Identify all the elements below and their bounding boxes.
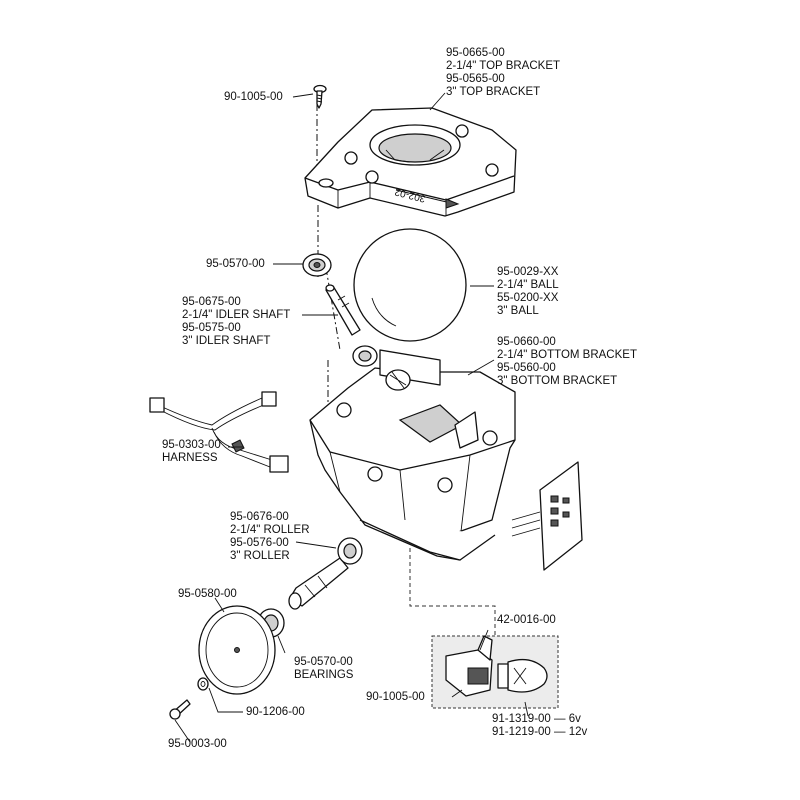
- label-top-bracket-line-2: 2-1/4" TOP BRACKET: [446, 60, 561, 72]
- bottom-bracket-part: [309, 349, 516, 561]
- label-lamp-socket: 42-0016-00: [497, 614, 556, 626]
- top-bracket-part: [304, 107, 517, 217]
- harness-part: [149, 391, 289, 473]
- label-bearing-top: 95-0570-00: [206, 258, 265, 270]
- label-idler-shaft-line-2: 2-1/4" IDLER SHAFT: [182, 309, 291, 321]
- lamp-connection-line: [409, 548, 496, 636]
- label-roller-line-2: 2-1/4" ROLLER: [230, 524, 310, 536]
- label-ball-line-2: 2-1/4" BALL: [497, 279, 559, 291]
- label-harness: 95-0303-00 HARNESS: [162, 439, 221, 465]
- label-top-bracket-line-1: 95-0665-00: [446, 47, 505, 59]
- lamp-socket-part: [445, 635, 493, 697]
- sensor-board-part: [511, 461, 583, 571]
- label-ball-line-4: 3" BALL: [497, 305, 539, 317]
- lamp-bulb-part: [497, 658, 548, 693]
- label-screw-top: 90-1005-00: [224, 91, 283, 103]
- idler-shaft-part: [325, 284, 361, 336]
- label-bearings-line-2: BEARINGS: [294, 669, 354, 681]
- ball-part: [353, 228, 467, 342]
- label-roller-line-4: 3" ROLLER: [230, 550, 290, 562]
- leader-lines: [174, 92, 529, 743]
- roller-part: [288, 537, 363, 610]
- label-roller-line-3: 95-0576-00: [230, 537, 289, 549]
- screw-top-part: [313, 84, 327, 109]
- label-bottom-bracket-line-3: 95-0560-00: [497, 362, 556, 374]
- label-harness-line-2: HARNESS: [162, 452, 218, 464]
- label-encoder-wheel: 95-0580-00: [178, 588, 237, 600]
- label-idler-shaft-line-4: 3" IDLER SHAFT: [182, 335, 271, 347]
- label-idler-shaft-line-1: 95-0675-00: [182, 296, 241, 308]
- label-ball-line-3: 55-0200-XX: [497, 292, 559, 304]
- label-bottom-bracket-line-2: 2-1/4" BOTTOM BRACKET: [497, 349, 637, 361]
- label-roller-line-1: 95-0676-00: [230, 511, 289, 523]
- label-bearings: 95-0570-00 BEARINGS: [294, 656, 353, 682]
- label-bearings-line-1: 95-0570-00: [294, 656, 353, 668]
- label-idler-shaft: 95-0675-00 2-1/4" IDLER SHAFT 95-0575-00…: [182, 296, 290, 348]
- label-top-bracket-line-3: 95-0565-00: [446, 73, 505, 85]
- washer-part: [197, 677, 209, 691]
- encoder-wheel-part: [198, 605, 276, 695]
- label-idler-shaft-line-3: 95-0575-00: [182, 322, 241, 334]
- label-bottom-bracket: 95-0660-00 2-1/4" BOTTOM BRACKET 95-0560…: [497, 336, 637, 388]
- label-ball-line-1: 95-0029-XX: [497, 266, 559, 278]
- label-top-bracket: 95-0665-00 2-1/4" TOP BRACKET 95-0565-00…: [446, 47, 560, 99]
- label-harness-line-1: 95-0303-00: [162, 439, 221, 451]
- label-screw-lamp: 90-1005-00: [366, 691, 425, 703]
- screw-bottom-part: [169, 699, 191, 720]
- bearing-top-part: [302, 253, 332, 277]
- assembly-axis-left: [317, 205, 341, 420]
- label-bottom-bracket-line-1: 95-0660-00: [497, 336, 556, 348]
- label-lamp-line-2: 91-1219-00 — 12v: [492, 726, 588, 738]
- bearing-idler-part: [352, 345, 378, 367]
- label-bottom-bracket-line-4: 3" BOTTOM BRACKET: [497, 375, 618, 387]
- label-ball: 95-0029-XX 2-1/4" BALL 55-0200-XX 3" BAL…: [497, 266, 559, 318]
- label-washer: 90-1206-00: [246, 706, 305, 718]
- label-screw-bottom: 95-0003-00: [168, 738, 227, 750]
- label-roller: 95-0676-00 2-1/4" ROLLER 95-0576-00 3" R…: [230, 511, 310, 563]
- label-lamp: 91-1319-00 — 6v 91-1219-00 — 12v: [492, 713, 587, 739]
- label-top-bracket-line-4: 3" TOP BRACKET: [446, 86, 541, 98]
- label-lamp-line-1: 91-1319-00 — 6v: [492, 713, 581, 725]
